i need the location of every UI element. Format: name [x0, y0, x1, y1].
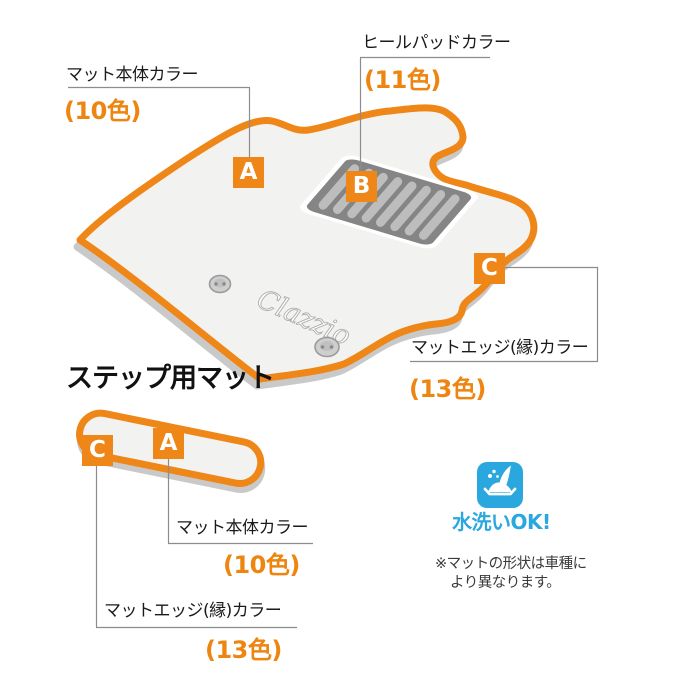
heel-pad-color-title: ヒールパッドカラー — [362, 33, 511, 53]
label-a-step: A — [153, 428, 184, 459]
main-mat-body-color-title: マット本体カラー — [66, 65, 199, 85]
label-a-main: A — [233, 157, 264, 188]
heel-pad-color-count: (11色) — [364, 66, 441, 94]
step-mat-body-color-title: マット本体カラー — [176, 518, 309, 538]
connector-lines — [68, 56, 599, 629]
footnote-line1: ※マットの形状は車種に — [435, 556, 587, 572]
footnote-line2: より異なります。 — [450, 575, 561, 591]
label-c-main: C — [474, 253, 505, 284]
step-mat-edge-color-title: マットエッジ(縁)カラー — [104, 601, 282, 621]
water-wash-icon — [477, 462, 523, 508]
snap-fastener — [208, 274, 232, 294]
label-b-main: B — [346, 171, 377, 202]
label-c-step: C — [82, 435, 113, 466]
step-mat-edge-color-count: (13色) — [205, 636, 282, 664]
main-mat-body-color-count: (10色) — [64, 97, 141, 125]
step-mat-heading: ステップ用マット — [66, 363, 275, 394]
step-mat-body-color-count: (10色) — [223, 551, 300, 579]
washable-badge-label: 水洗いOK! — [452, 510, 551, 534]
snap-fastener — [314, 336, 340, 358]
mat-edge-color-count: (13色) — [409, 375, 486, 403]
mat-edge-color-title: マットエッジ(縁)カラー — [411, 338, 589, 358]
